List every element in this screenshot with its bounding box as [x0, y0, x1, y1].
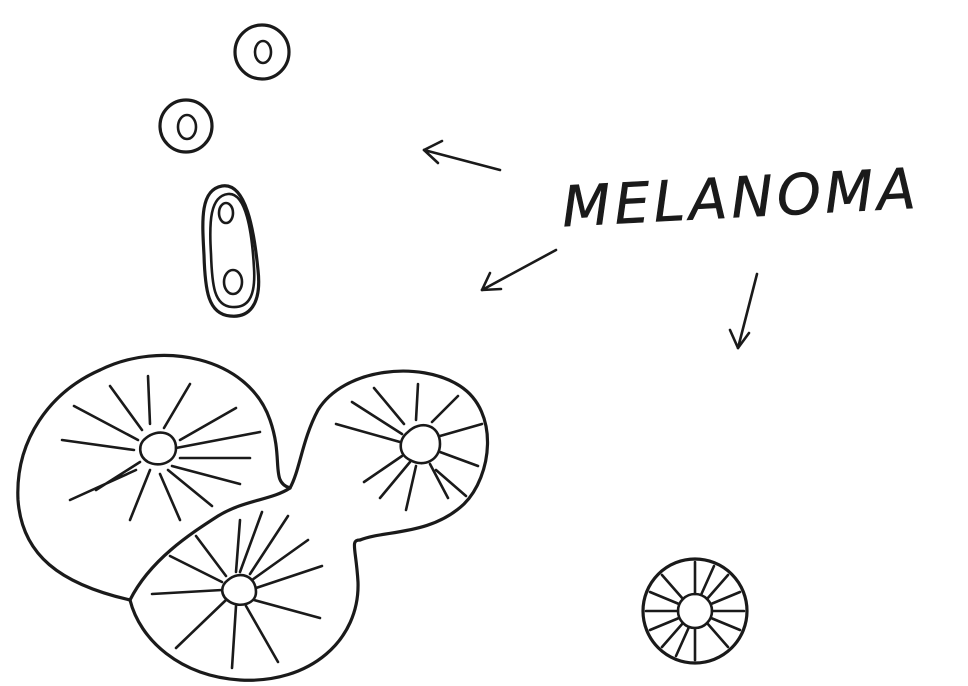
small-cell-top — [235, 25, 289, 79]
single-cell-bottom-right — [643, 559, 747, 663]
small-cell-middle — [160, 100, 212, 152]
melanoma-label: MELANOMA — [560, 157, 921, 241]
arrow-to-single-cell — [730, 274, 757, 348]
large-cell-left — [18, 355, 290, 600]
large-cell-bottom — [130, 488, 360, 680]
small-cell-doublet — [203, 186, 259, 316]
large-cell-right — [290, 371, 488, 540]
arrow-to-cluster — [482, 250, 556, 290]
arrow-to-small-cells — [424, 141, 500, 170]
